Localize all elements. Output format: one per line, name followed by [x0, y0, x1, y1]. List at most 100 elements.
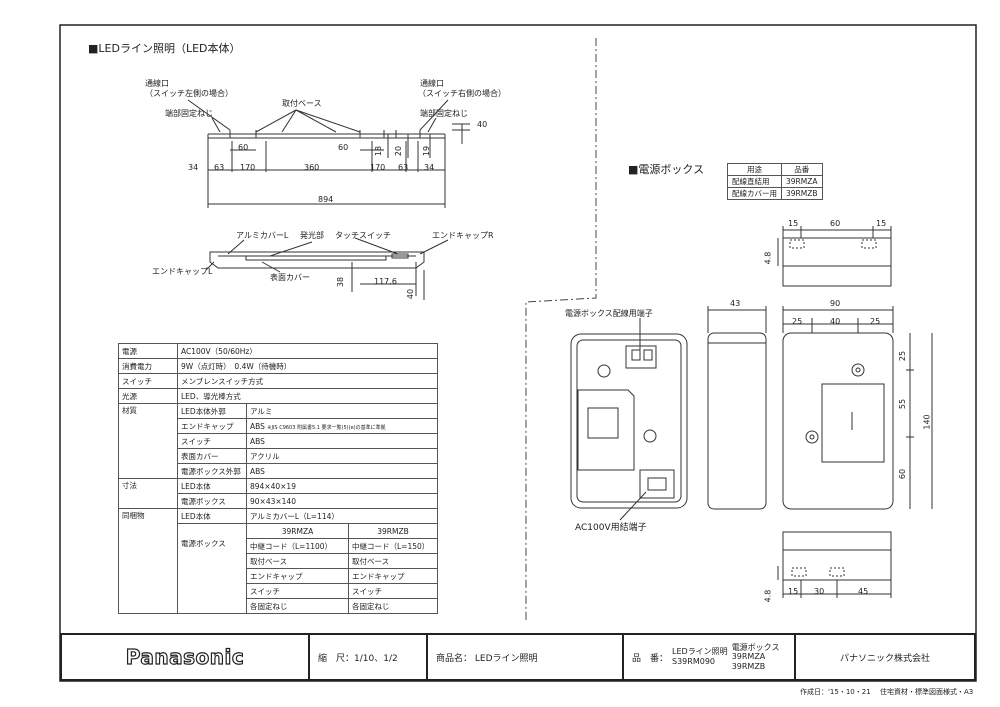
material-value: ABS — [250, 421, 265, 431]
part-line2: S39RM090 — [672, 657, 716, 666]
accessory-item-a: スイッチ — [246, 583, 349, 599]
part-box: 電源ボックス — [731, 643, 780, 653]
dim-117: 117.6 — [374, 277, 397, 286]
psu-dim-140: 140 — [922, 414, 932, 430]
dim-894: 894 — [318, 195, 334, 204]
material-value: ABS — [246, 463, 438, 479]
accessory-item-a: エンドキャップ — [246, 568, 349, 584]
accessory-item-b: エンドキャップ — [348, 568, 438, 584]
material-value: ABS — [246, 433, 438, 449]
dim-20: 20 — [394, 145, 404, 157]
psu-dim-25b: 25 — [870, 317, 881, 326]
alu-cover-label: アルミカバーL — [236, 231, 289, 240]
end-cap-l-label: エンドキャップL — [152, 267, 213, 276]
accessory-box: 電源ボックス — [177, 523, 247, 614]
material-part: エンドキャップ — [177, 418, 247, 434]
ref-head-use: 用途 — [727, 163, 782, 176]
psu-dim-15c: 15 — [788, 587, 799, 596]
spec-key: スイッチ — [118, 373, 178, 389]
company-name: パナソニック株式会社 — [839, 653, 930, 664]
psu-dim-60: 60 — [830, 219, 841, 228]
accessory-item-a: 取付ベース — [246, 553, 349, 569]
scale-cell: 縮 尺： 1/10、1/2 — [310, 635, 428, 679]
material-value: アルミ — [246, 403, 438, 419]
vent-right-label: 通線口 — [420, 79, 444, 88]
dim-60b: 60 — [338, 143, 349, 152]
end-screw-left-label: 端部固定ねじ — [165, 109, 213, 118]
accessory-col-a: 39RMZA — [246, 523, 349, 539]
vent-left-sub: （スイッチ左側の場合） — [145, 89, 233, 98]
accessory-item-a: 各固定ねじ — [246, 598, 349, 614]
psu-dim-30: 30 — [814, 587, 825, 596]
psu-dim-25c: 25 — [898, 350, 908, 362]
dim-60a: 60 — [238, 143, 249, 152]
spec-key-material: 材質 — [118, 403, 178, 479]
psu-dim-15a: 15 — [788, 219, 799, 228]
dim-34b: 34 — [424, 163, 435, 172]
led-section-title: ■LEDライン照明（LED本体） — [88, 42, 241, 55]
psu-dim-43: 43 — [730, 299, 741, 308]
part-label: 品 番： — [632, 653, 669, 664]
accessory-item-b: スイッチ — [348, 583, 438, 599]
spec-value: LED、導光棒方式 — [177, 388, 438, 404]
ref-part: 39RMZB — [781, 187, 823, 200]
spec-key: 電源 — [118, 343, 178, 359]
psu-dim-55: 55 — [898, 398, 908, 410]
accessory-led: LED本体 — [177, 508, 247, 524]
spec-key: 消費電力 — [118, 358, 178, 374]
end-screw-right-label: 端部固定ねじ — [420, 109, 468, 118]
part-cell: 品 番： LEDライン照明 S39RM090 電源ボックス 39RMZA 39R… — [624, 635, 796, 679]
size-value: 894×40×19 — [246, 478, 438, 494]
spec-key-accessory: 同梱物 — [118, 508, 178, 614]
vent-left-label: 通線口 — [145, 79, 169, 88]
dim-63b: 63 — [398, 163, 409, 172]
psu-section-title: ■電源ボックス — [628, 163, 705, 176]
psu-dim-48a: 4.8 — [763, 251, 773, 265]
dim-19: 19 — [422, 145, 432, 157]
material-part: 電源ボックス外郭 — [177, 463, 247, 479]
dim-63a: 63 — [214, 163, 225, 172]
dim-170a: 170 — [240, 163, 256, 172]
ref-use: 配線直結用 — [727, 175, 782, 188]
dim-38: 38 — [336, 276, 346, 288]
terminal-top-label: 電源ボックス配線用端子 — [565, 309, 653, 318]
size-value: 90×43×140 — [246, 493, 438, 509]
product-value: LEDライン照明 — [474, 653, 538, 664]
mount-base-label: 取付ベース — [282, 99, 322, 108]
accessory-item-b: 中継コード（L=150） — [348, 538, 438, 554]
material-note: ※JIS C9603 附属書5.1 要求一覧(5)(e)の基準に準拠 — [267, 424, 386, 431]
spec-key-size: 寸法 — [118, 478, 178, 509]
ref-part: 39RMZA — [781, 175, 823, 188]
accessory-item-a: 中継コード（L=1100） — [246, 538, 349, 554]
created-date: 作成日：'15・10・21 — [800, 688, 871, 696]
dim-170b: 170 — [370, 163, 386, 172]
material-part: 表面カバー — [177, 448, 247, 464]
touch-switch-label: タッチスイッチ — [335, 231, 391, 240]
end-cap-r-label: エンドキャップR — [432, 231, 494, 240]
ref-head-part: 品番 — [781, 163, 823, 176]
spec-value: 9W（点灯時） 0.4W（待機時） — [177, 358, 438, 374]
psu-dim-48b: 4.8 — [763, 589, 773, 603]
brand-logo: Panasonic — [125, 644, 245, 669]
part-box1: 39RMZA — [731, 652, 766, 662]
psu-dim-90: 90 — [830, 299, 841, 308]
vent-right-sub: （スイッチ右側の場合） — [418, 89, 506, 98]
spec-value: メンブレンスイッチ方式 — [177, 373, 438, 389]
size-part: 電源ボックス — [177, 493, 247, 509]
material-part: LED本体外郭 — [177, 403, 247, 419]
accessory-col-b: 39RMZB — [348, 523, 438, 539]
accessory-item-b: 取付ベース — [348, 553, 438, 569]
material-value: アクリル — [246, 448, 438, 464]
company-cell: パナソニック株式会社 — [796, 635, 974, 679]
sheet-format: 住宅資材・標準図面様式・A3 — [880, 688, 974, 696]
dim-34a: 34 — [188, 163, 199, 172]
psu-dim-25a: 25 — [792, 317, 803, 326]
part-box2: 39RMZB — [731, 661, 766, 671]
title-block: Panasonic 縮 尺： 1/10、1/2 商品名： LEDライン照明 品 … — [60, 633, 976, 681]
ref-use: 配線カバー用 — [727, 187, 782, 200]
accessory-led-value: アルミカバーL（L=114） — [246, 508, 438, 524]
scale-label: 縮 尺： — [318, 653, 355, 664]
